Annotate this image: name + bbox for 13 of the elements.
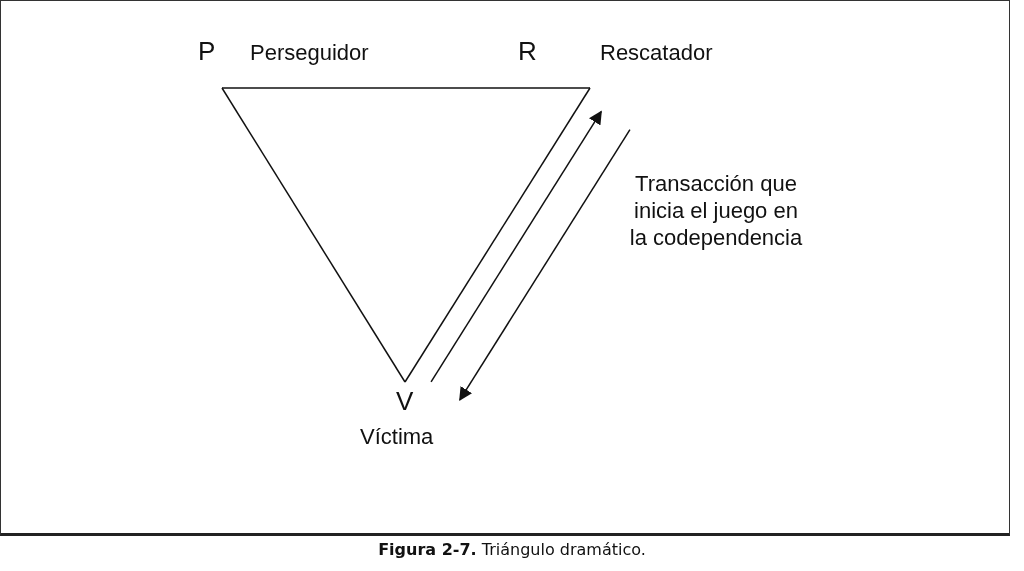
role-label: Perseguidor bbox=[250, 40, 369, 66]
vertex-letter: V bbox=[396, 386, 414, 417]
triangle-side bbox=[221, 87, 406, 383]
role-label: Víctima bbox=[360, 424, 434, 450]
triangle-side bbox=[404, 87, 591, 383]
arrow bbox=[430, 110, 602, 383]
vertex-letter: R bbox=[518, 36, 537, 67]
triangle-side bbox=[221, 87, 591, 89]
figure-caption: Figura 2-7. Triángulo dramático. bbox=[377, 540, 647, 559]
role-label: Rescatador bbox=[600, 40, 713, 66]
arrow bbox=[459, 128, 631, 402]
vertex-letter: P bbox=[198, 36, 216, 67]
annotation-text: Transacción que inicia el juego en la codependencia bbox=[628, 170, 804, 251]
